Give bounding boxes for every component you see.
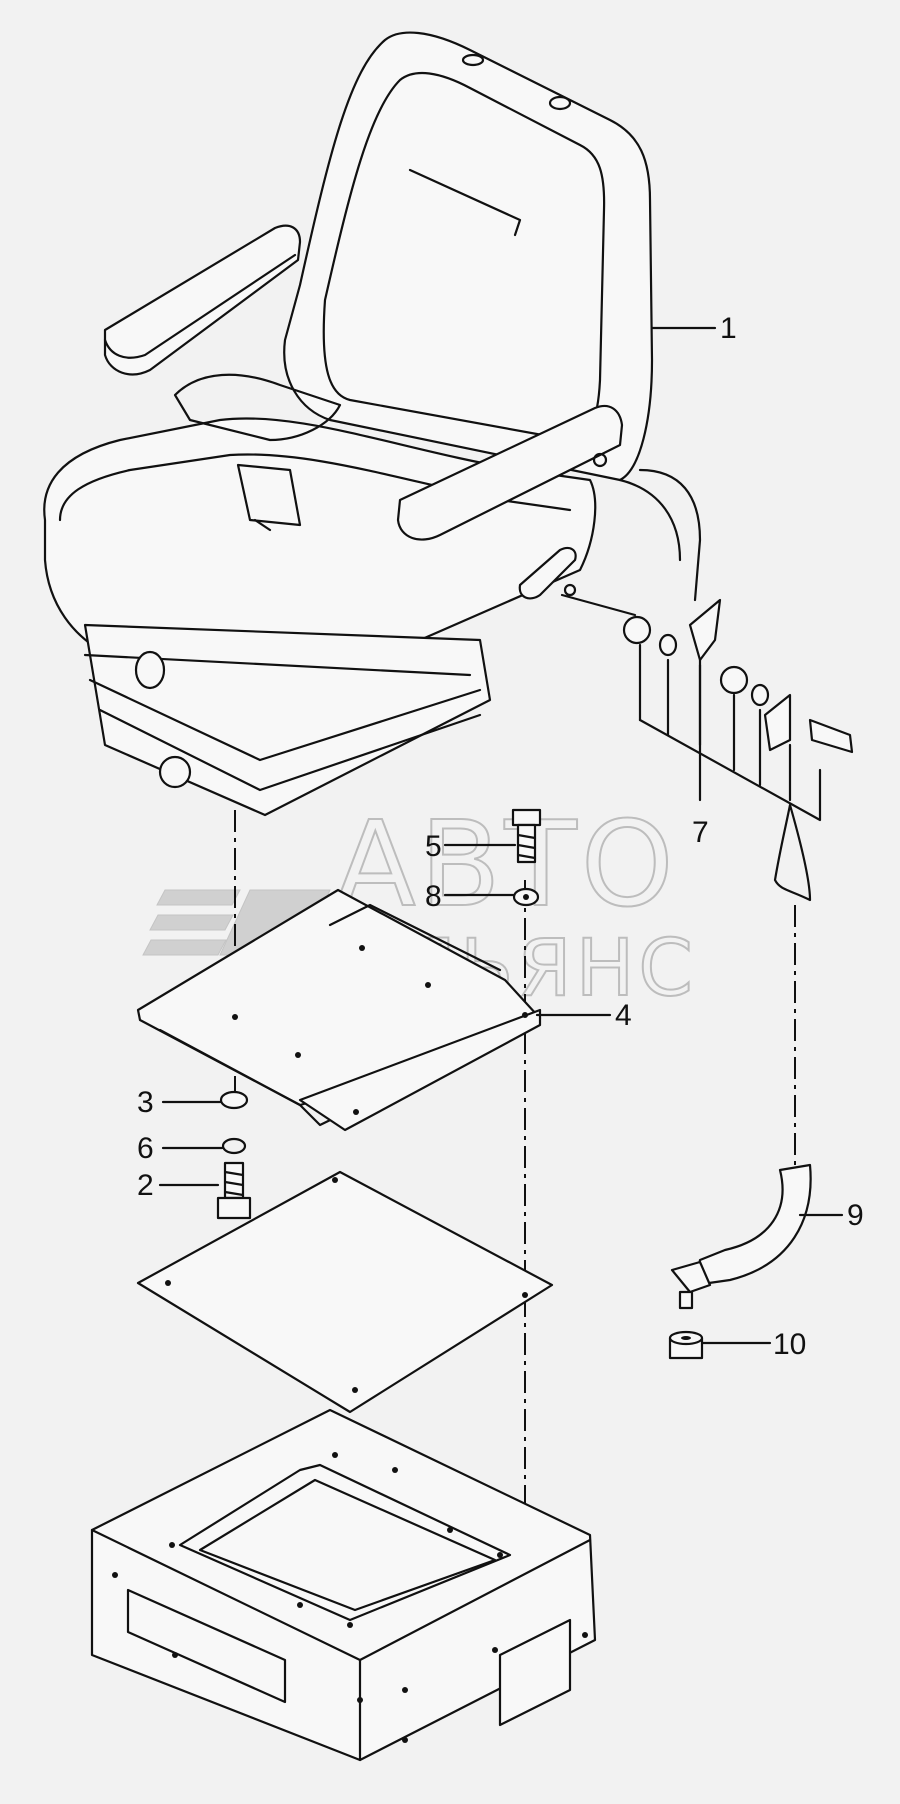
callout-2: 2 [137,1169,154,1202]
callout-4: 4 [615,999,632,1032]
suspension-knob [158,755,192,789]
base-hole-1 [112,1572,118,1578]
mounting-plate-4 [136,888,542,1132]
bolt-5 [511,808,542,864]
belt-strap-upper-2 [618,478,682,562]
seat-armrest-left [103,224,302,376]
plate-hole-3 [425,982,431,988]
callout-6: 6 [137,1132,154,1165]
callout-1: 1 [720,312,737,345]
callout-labels: 1 2 3 4 5 6 7 8 9 10 [137,312,864,1361]
plate-hole-4 [295,1052,301,1058]
base-hole-5 [447,1527,453,1533]
backrest-seam [408,168,522,237]
belt-strap-9 [670,1163,812,1310]
backrest-hole-right [548,95,572,111]
washer-7a [658,633,678,657]
nut-10 [668,1330,704,1360]
belt-anchor-7a [688,598,722,662]
callout-7: 7 [692,816,709,849]
base-hole-8 [347,1622,353,1628]
washer-8-hole [523,894,529,900]
callout-8: 8 [425,880,442,913]
belt-anchor-7b [763,693,792,752]
base-hole-9 [402,1687,408,1693]
base-hole-2 [169,1542,175,1548]
base-hole-11 [492,1647,498,1653]
belt-strap-lower [773,803,812,902]
belt-buckle-strap [253,518,272,532]
gasket-plate [136,1170,554,1414]
callout-9: 9 [847,1199,864,1232]
gasket-hole-4 [352,1387,358,1393]
callout-3: 3 [137,1086,154,1119]
gasket-hole-2 [332,1177,338,1183]
armrest-left-edge [103,253,297,359]
callout-5: 5 [425,830,442,863]
washer-3 [219,1090,249,1110]
hardware-axis [560,593,637,617]
base-hole-6 [497,1552,503,1558]
base-hole-13 [172,1652,178,1658]
base-hole-12 [582,1632,588,1638]
seat-lever-pivot [563,583,577,597]
callout-leaders [158,326,844,1345]
plate-hole-6 [353,1109,359,1115]
plate-hole-1 [232,1014,238,1020]
belt-buckle-seat [236,463,302,527]
base-hole-14 [402,1737,408,1743]
backrest-hole-left [461,53,485,67]
bolt-2 [216,1161,252,1220]
base-hole-10 [357,1697,363,1703]
gasket-hole-1 [165,1280,171,1286]
belt-hardware-7 [560,468,854,902]
seat-headguard [173,373,342,442]
spacer-7b [719,665,749,695]
bolt-7 [808,718,854,754]
seat-base-box [90,1408,597,1762]
seat-backrest [283,31,654,482]
seat-assembly [43,31,654,817]
plate-hole-5 [522,1012,528,1018]
suspension-roller [134,650,166,690]
gasket-hole-3 [522,1292,528,1298]
belt-strap-upper [638,468,702,602]
suspension-line-3 [98,708,482,792]
base-hole-7 [297,1602,303,1608]
suspension-line-2 [88,678,482,762]
seat-backrest-inner [322,72,606,442]
spring-washer-6 [221,1137,247,1155]
seat-lever [518,546,577,600]
seat-armrest-right [396,404,624,541]
plate-hole-2 [359,945,365,951]
watermark-line1: АВТО [335,795,678,933]
armrest-right-screw [592,452,608,468]
base-hole-4 [392,1467,398,1473]
callout-10: 10 [773,1328,806,1361]
spacer-7a [622,615,652,645]
base-hole-3 [332,1452,338,1458]
washer-7b [750,683,770,707]
